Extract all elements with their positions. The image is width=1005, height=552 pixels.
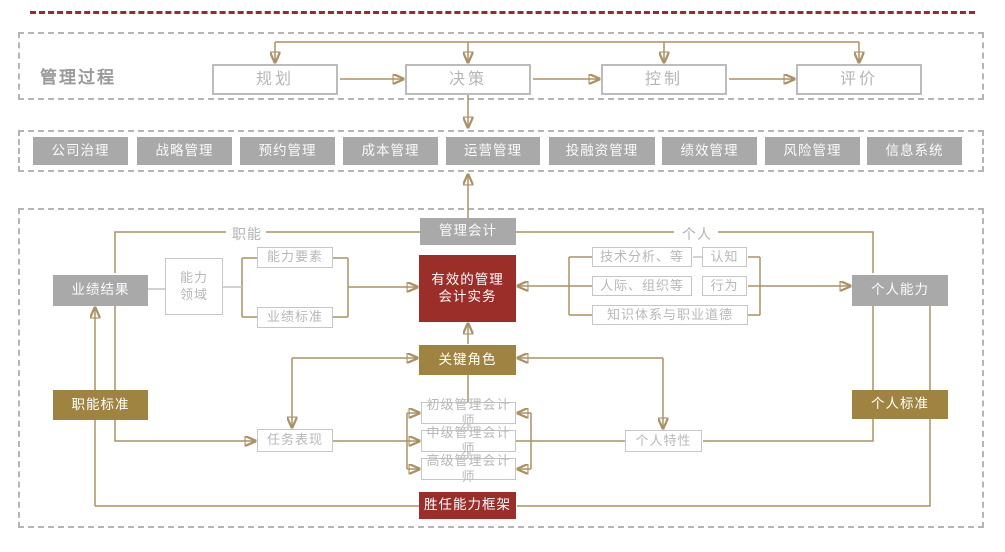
node-evaluation: 评价 [796, 64, 922, 95]
node-competency-area-line2: 领域 [179, 286, 208, 302]
node-planning: 规划 [212, 64, 338, 95]
label-function: 职能 [232, 226, 262, 242]
node-technical-analysis: 技术分析、等 [592, 247, 692, 267]
node-effective-practice-line2: 会计实务 [438, 288, 497, 304]
node-junior-accountant: 初级管理会计师 [421, 397, 516, 428]
node-competency-elements: 能力要素 [257, 247, 333, 268]
node-strategy-management: 战略管理 [137, 137, 232, 165]
top-divider-line [30, 11, 975, 14]
node-operations-management: 运营管理 [446, 137, 540, 165]
node-investment-financing-management: 投融资管理 [549, 137, 655, 165]
node-competency-area-line1: 能力 [179, 270, 208, 286]
node-effective-practice: 有效的管理 会计实务 [419, 255, 516, 322]
node-performance-results: 业绩结果 [53, 275, 148, 306]
node-senior-accountant: 高级管理会计师 [421, 453, 516, 484]
node-cognition: 认知 [702, 247, 747, 267]
node-personal-standards: 个人标准 [852, 390, 948, 419]
node-interpersonal-organization: 人际、组织等 [592, 276, 692, 296]
node-cost-management: 成本管理 [343, 137, 438, 165]
section-management-domains [18, 130, 984, 172]
node-key-roles: 关键角色 [419, 345, 516, 375]
label-individual: 个人 [682, 226, 712, 242]
node-competency-area: 能力 领域 [165, 258, 223, 315]
section-management-process [18, 32, 984, 100]
node-function-standards: 职能标准 [53, 390, 148, 420]
section-process-title: 管理过程 [40, 68, 116, 87]
node-personal-ability: 个人能力 [852, 275, 948, 306]
node-behavior: 行为 [702, 276, 747, 296]
node-performance-management: 绩效管理 [662, 137, 757, 165]
node-risk-management: 风险管理 [765, 137, 860, 165]
node-knowledge-ethics: 知识体系与职业道德 [592, 305, 748, 325]
node-corporate-governance: 公司治理 [33, 137, 128, 165]
node-personal-traits: 个人特性 [625, 430, 702, 452]
node-competency-framework: 胜任能力框架 [419, 492, 516, 519]
node-information-systems: 信息系统 [867, 137, 962, 165]
node-control: 控制 [601, 64, 727, 95]
node-decision: 决策 [405, 64, 531, 95]
node-management-accounting: 管理会计 [420, 218, 516, 245]
section-competency-framework [18, 208, 984, 528]
node-effective-practice-line1: 有效的管理 [431, 271, 504, 287]
node-performance-standards: 业绩标准 [257, 307, 333, 328]
node-intermediate-accountant: 中级管理会计师 [421, 425, 516, 456]
node-task-performance: 任务表现 [257, 429, 333, 452]
node-budget-management: 预约管理 [240, 137, 335, 165]
